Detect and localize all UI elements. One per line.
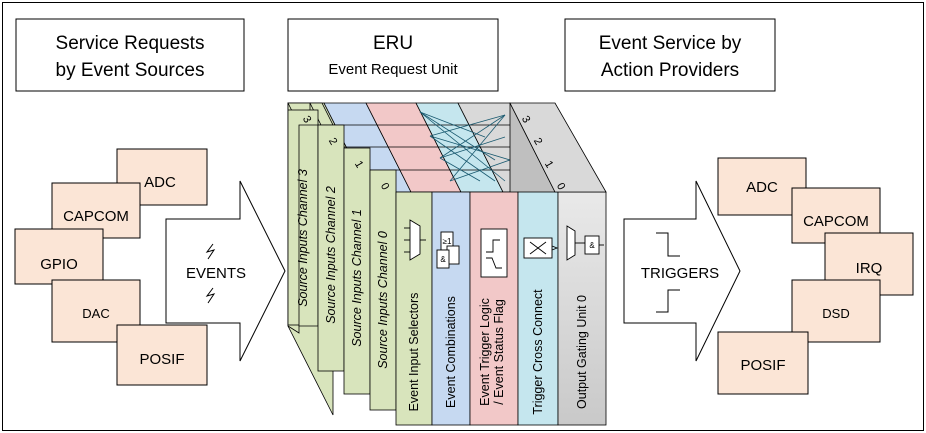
channel-number: 3	[300, 114, 313, 125]
channel-label: Source Inputs Channel 3	[296, 169, 310, 307]
source-adc-label: ADC	[144, 174, 176, 191]
header-left: Service Requests by Event Sources	[15, 18, 245, 92]
cross-connect-mesh	[419, 111, 511, 182]
output-number: 1	[542, 159, 555, 170]
triggers-label: TRIGGERS	[641, 265, 719, 282]
provider-irq-label: IRQ	[856, 260, 883, 277]
output-number: 3	[519, 114, 532, 125]
provider-capcom-label: CAPCOM	[803, 213, 869, 230]
and-gate-symbol: &	[589, 241, 595, 250]
header-center: ERU Event Request Unit	[287, 18, 499, 92]
source-dac-label: DAC	[82, 306, 109, 321]
output-stack-top	[509, 102, 607, 193]
channel-1-panel	[343, 147, 371, 395]
or-gate-symbol: ≥1	[443, 237, 452, 246]
events-arrow: EVENTS	[165, 180, 286, 362]
provider-posif-label: POSIF	[740, 357, 785, 374]
header-center-subtitle: Event Request Unit	[328, 61, 458, 78]
provider-adc-label: ADC	[746, 179, 778, 196]
events-label: EVENTS	[186, 265, 246, 282]
header-left-line1: Service Requests	[56, 33, 205, 54]
channel-0-panel	[369, 169, 397, 411]
stage-label-trigger-logic-2: / Event Status Flag	[492, 299, 506, 405]
source-gpio-label: GPIO	[40, 256, 78, 273]
channel-panels	[287, 102, 397, 411]
header-center-title: ERU	[373, 33, 413, 54]
stage-label-combinations: Event Combinations	[444, 296, 458, 408]
header-right-line2: Action Providers	[601, 60, 739, 81]
channel-label: Source Inputs Channel 2	[324, 186, 338, 324]
channel-number: 1	[352, 159, 365, 170]
header-right: Event Service by Action Providers	[564, 18, 776, 92]
channel-label: Source Inputs Channel 0	[376, 231, 390, 369]
stage-labels: Event Input Selectors Event Combinations…	[407, 289, 589, 415]
source-posif-label: POSIF	[139, 351, 184, 368]
source-capcom-label: CAPCOM	[63, 208, 129, 225]
source-gpio-box	[14, 228, 104, 285]
and-gate-symbol: &	[440, 255, 446, 264]
stage-icons: ≥1 & &	[404, 219, 604, 278]
stage-label-input-selectors: Event Input Selectors	[407, 293, 421, 412]
channel-2-panel	[317, 124, 345, 372]
lightning-icon	[205, 287, 216, 304]
stage-label-cross-connect: Trigger Cross Connect	[531, 289, 545, 415]
channel-numbers: 3 2 1 0	[300, 114, 391, 192]
channel-label: Source Inputs Channel 1	[350, 209, 364, 347]
channel-number: 0	[378, 181, 391, 192]
provider-dsd-label: DSD	[822, 306, 849, 321]
triggers-arrow: TRIGGERS	[623, 180, 741, 362]
output-number: 0	[554, 181, 567, 192]
source-posif-box	[116, 324, 208, 386]
stage-front-faces	[395, 191, 607, 426]
cross-connect-icon	[523, 237, 559, 259]
falling-edge-icon	[656, 232, 680, 257]
stage-event-combinations	[431, 191, 471, 426]
mux-icon	[404, 219, 426, 261]
provider-posif-box	[717, 331, 809, 395]
lightning-icon	[205, 243, 216, 260]
channel-labels: Source Inputs Channel 3 Source Inputs Ch…	[296, 169, 390, 369]
stage-label-trigger-logic-1: Event Trigger Logic	[478, 298, 492, 406]
channel-number: 2	[326, 136, 339, 147]
output-gating-icon: &	[566, 225, 604, 261]
stage-cross-connect	[517, 191, 559, 426]
provider-adc-box	[717, 157, 807, 216]
action-providers: ADC CAPCOM IRQ DSD POSIF	[717, 157, 914, 395]
stage-label-output-gating: Output Gating Unit 0	[575, 295, 589, 409]
event-sources: ADC CAPCOM GPIO DAC POSIF	[14, 148, 208, 386]
output-numbers: 3 2 1 0	[519, 114, 567, 192]
output-number: 2	[531, 136, 544, 147]
logic-gates-icon: ≥1 &	[436, 231, 460, 269]
rising-edge-icon	[656, 289, 680, 313]
header-left-line2: by Event Sources	[56, 60, 205, 81]
header-right-line1: Event Service by	[599, 33, 742, 54]
stage-output-gating	[557, 191, 607, 426]
edge-detect-icon	[480, 228, 508, 278]
